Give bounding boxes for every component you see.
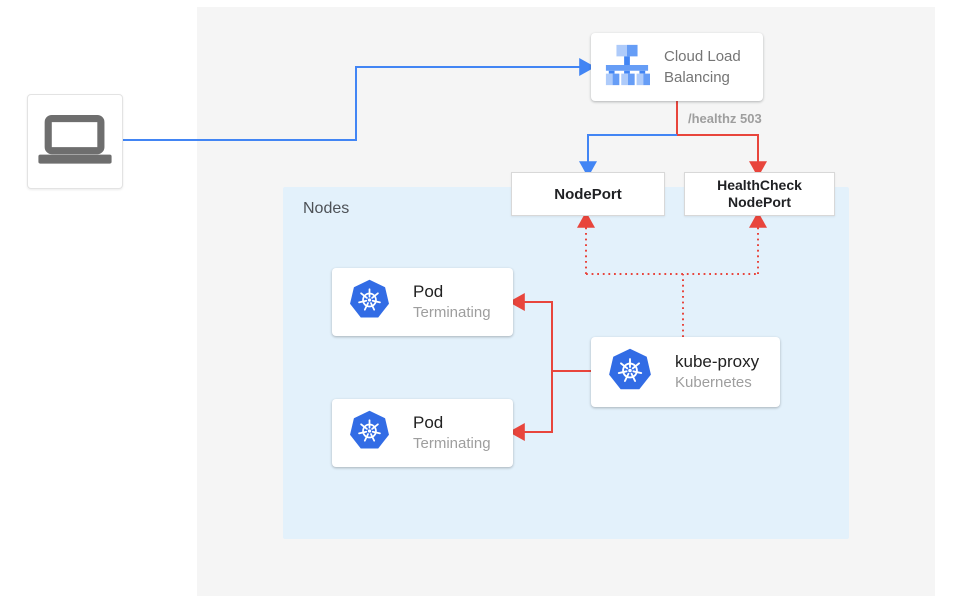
nodeport-label: NodePort — [554, 185, 622, 203]
kubernetes-icon — [349, 410, 390, 456]
kubernetes-icon — [608, 348, 652, 397]
pod1-box: Pod Terminating — [332, 268, 513, 336]
kube-proxy-subtitle: Kubernetes — [675, 374, 752, 391]
client-box — [27, 94, 123, 189]
pod2-title: Pod — [413, 413, 444, 432]
kube-proxy-box: kube-proxy Kubernetes — [591, 337, 780, 407]
nodeport-box: NodePort — [511, 172, 665, 216]
cloud-load-balancing-label-line2: Balancing — [664, 69, 730, 86]
cloud-load-balancing-box: Cloud Load Balancing — [591, 33, 763, 101]
healthcheck-nodeport-label-line2: NodePort — [728, 194, 791, 210]
cloud-load-balancing-label: Cloud Load Balancing — [664, 46, 741, 88]
healthz-503-label: /healthz 503 — [688, 111, 762, 126]
healthcheck-nodeport-label-line1: HealthCheck — [717, 177, 802, 193]
pod1-status: Terminating — [413, 304, 491, 321]
cloud-load-balancing-icon — [604, 44, 650, 91]
nodes-group-label: Nodes — [303, 200, 350, 217]
cloud-load-balancing-label-line1: Cloud Load — [664, 48, 741, 65]
kube-proxy-title: kube-proxy — [675, 352, 760, 371]
pod2-box: Pod Terminating — [332, 399, 513, 467]
kubernetes-icon — [349, 279, 390, 325]
pod1-title: Pod — [413, 282, 444, 301]
healthcheck-nodeport-box: HealthCheck NodePort — [684, 172, 835, 216]
laptop-icon — [33, 98, 117, 186]
pod2-status: Terminating — [413, 435, 491, 452]
